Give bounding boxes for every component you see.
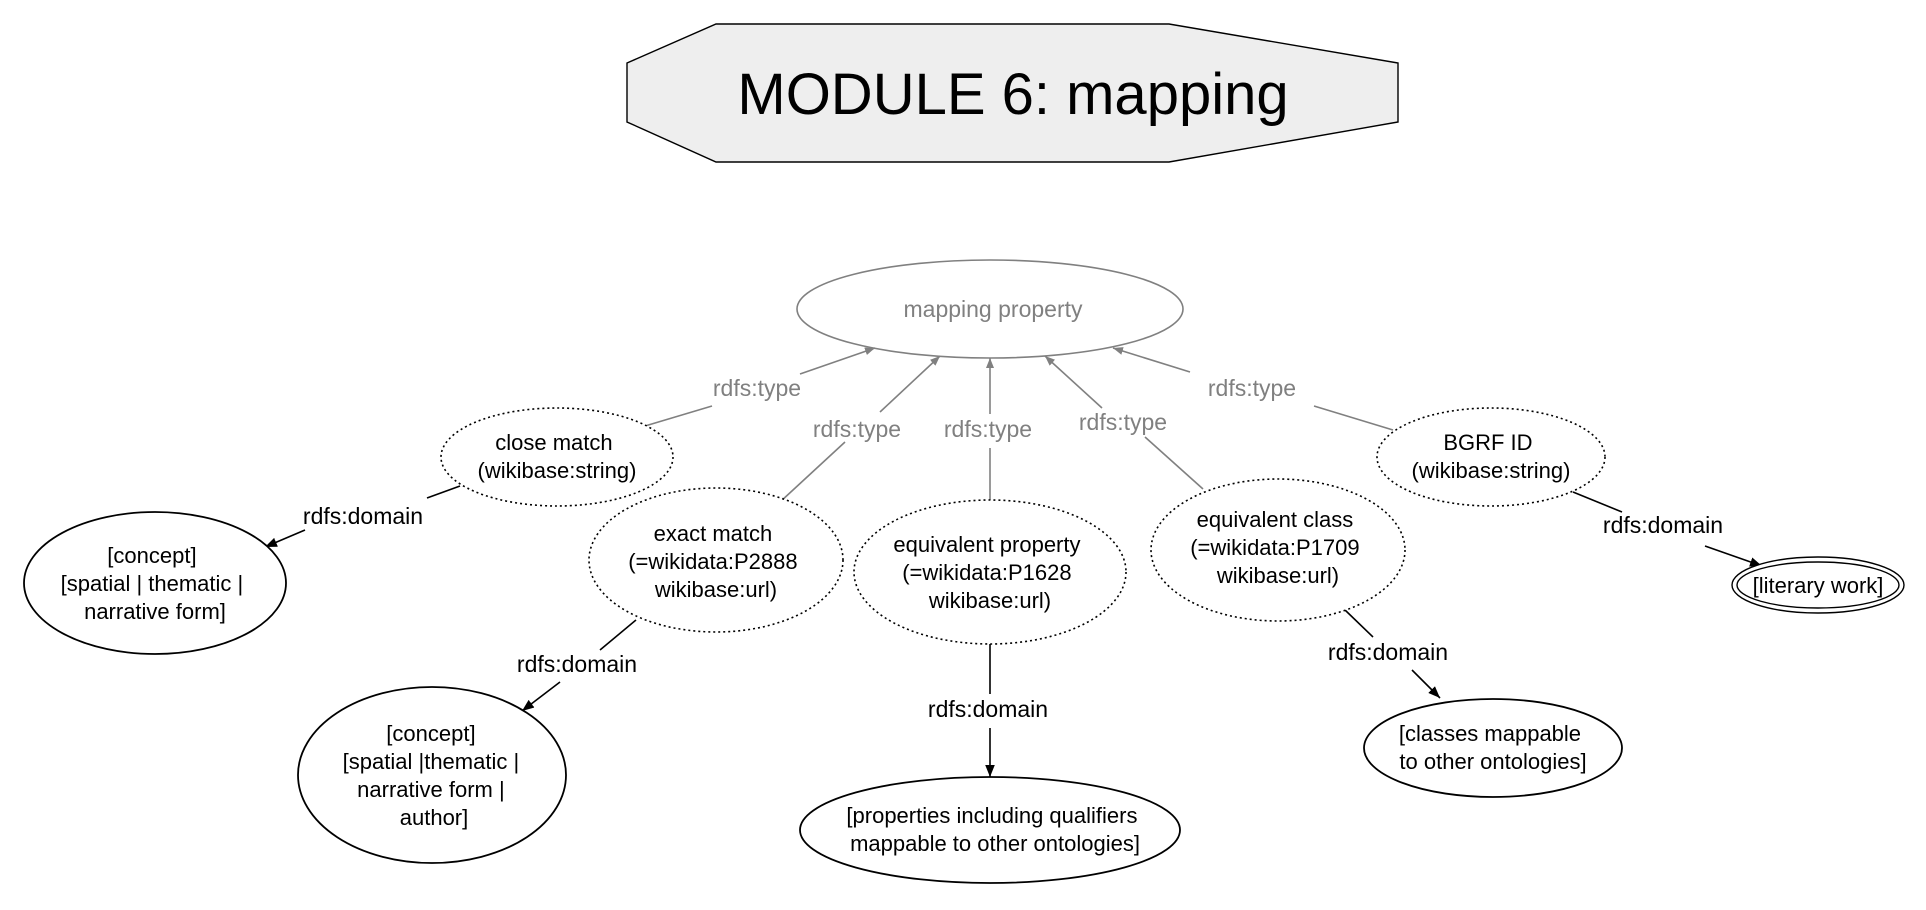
node-equivalent-property-label: equivalent property (=wikidata:P1628 wik… xyxy=(893,532,1086,613)
node-concept-2-label: [concept] [spatial |thematic | narrative… xyxy=(343,721,526,830)
edge-label-type: rdfs:type xyxy=(1079,409,1167,435)
node-concept-2-ellipse xyxy=(297,686,567,864)
title-node: MODULE 6: mapping xyxy=(626,23,1399,163)
title-octagon xyxy=(626,23,1399,163)
node-equivalent-property-ellipse xyxy=(853,499,1127,645)
node-concept-2: [concept] [spatial |thematic | narrative… xyxy=(297,686,567,864)
node-equivalent-class-label: equivalent class (=wikidata:P1709 wikiba… xyxy=(1190,507,1366,588)
node-concept-1: [concept] [spatial | thematic | narrativ… xyxy=(23,511,287,655)
edge-label-domain: rdfs:domain xyxy=(303,503,423,529)
edge-type-close-match: rdfs:type xyxy=(644,347,876,427)
node-properties-qualifiers-ellipse xyxy=(799,776,1181,884)
node-literary-work-outer-ellipse xyxy=(1731,556,1905,614)
edge-domain-bgrf-id: rdfs:domain xyxy=(1572,491,1763,567)
diagram-title: MODULE 6: mapping xyxy=(737,62,1288,127)
edge-type-equivalent-property: rdfs:type xyxy=(944,358,1032,502)
node-literary-work-inner-ellipse xyxy=(1736,561,1900,609)
node-properties-qualifiers-label: [properties including qualifiers mappabl… xyxy=(846,803,1143,856)
node-classes-mappable-ellipse xyxy=(1363,698,1623,798)
node-classes-mappable-label: [classes mappable to other ontologies] xyxy=(1399,721,1587,774)
domain-nodes: [concept] [spatial | thematic | narrativ… xyxy=(23,511,1905,884)
node-equivalent-class: equivalent class (=wikidata:P1709 wikiba… xyxy=(1150,478,1406,622)
node-concept-1-label: [concept] [spatial | thematic | narrativ… xyxy=(61,543,250,624)
node-concept-1-ellipse xyxy=(23,511,287,655)
edge-type-exact-match: rdfs:type xyxy=(779,355,941,503)
edge-domain-exact-match: rdfs:domain xyxy=(517,619,637,712)
edge-label-domain: rdfs:domain xyxy=(1328,639,1448,665)
edge-label-domain: rdfs:domain xyxy=(928,696,1048,722)
domain-edges: rdfs:domain rdfs:domain rdfs:domain rdfs… xyxy=(264,485,1763,777)
edge-label-type: rdfs:type xyxy=(944,416,1032,442)
root-label: mapping property xyxy=(904,296,1083,322)
node-exact-match: exact match (=wikidata:P2888 wikibase:ur… xyxy=(588,487,844,633)
edge-label-type: rdfs:type xyxy=(1208,375,1296,401)
node-equivalent-property: equivalent property (=wikidata:P1628 wik… xyxy=(853,499,1127,645)
node-close-match-ellipse xyxy=(440,407,674,507)
node-equivalent-class-ellipse xyxy=(1150,478,1406,622)
edge-type-equivalent-class: rdfs:type xyxy=(1044,355,1204,490)
edge-label-type: rdfs:type xyxy=(813,416,901,442)
edge-domain-close-match: rdfs:domain xyxy=(264,485,461,548)
edge-label-domain: rdfs:domain xyxy=(517,651,637,677)
node-bgrf-id-label: BGRF ID (wikibase:string) xyxy=(1412,430,1571,483)
edge-label-type: rdfs:type xyxy=(713,375,801,401)
edge-label-domain: rdfs:domain xyxy=(1603,512,1723,538)
property-nodes: close match (wikibase:string) exact matc… xyxy=(440,407,1606,645)
edge-domain-equivalent-property: rdfs:domain xyxy=(928,644,1048,777)
node-literary-work-label: [literary work] xyxy=(1753,573,1884,598)
edge-domain-equivalent-class: rdfs:domain xyxy=(1328,609,1448,699)
node-bgrf-id-ellipse xyxy=(1376,407,1606,507)
node-close-match-label: close match (wikibase:string) xyxy=(478,430,637,483)
node-exact-match-ellipse xyxy=(588,487,844,633)
edge-type-bgrf-id: rdfs:type xyxy=(1112,347,1394,431)
node-bgrf-id: BGRF ID (wikibase:string) xyxy=(1376,407,1606,507)
root-node-mapping-property: mapping property xyxy=(796,259,1184,359)
type-edges: rdfs:type rdfs:type rdfs:type rdfs:type … xyxy=(644,347,1394,503)
node-close-match: close match (wikibase:string) xyxy=(440,407,674,507)
node-exact-match-label: exact match (=wikidata:P2888 wikibase:ur… xyxy=(628,521,804,602)
node-classes-mappable: [classes mappable to other ontologies] xyxy=(1363,698,1623,798)
node-literary-work: [literary work] xyxy=(1731,556,1905,614)
node-properties-qualifiers: [properties including qualifiers mappabl… xyxy=(799,776,1181,884)
